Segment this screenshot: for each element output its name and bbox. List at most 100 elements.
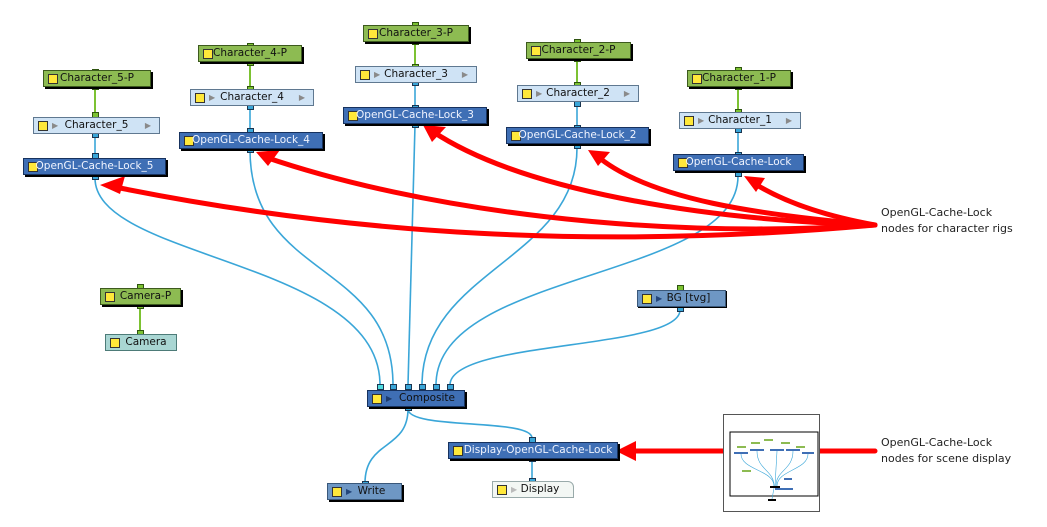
- enable-toggle-icon[interactable]: [678, 158, 688, 168]
- enable-toggle-icon[interactable]: [368, 29, 378, 39]
- arrow-to-gl5: [107, 183, 878, 240]
- enable-toggle-icon[interactable]: [105, 292, 115, 302]
- peg-node-character-4[interactable]: Character_4-P: [198, 45, 302, 62]
- group-node-character-3[interactable]: ▶ Character_3 ▶: [355, 66, 477, 83]
- play-arrow-icon: ▶: [52, 121, 59, 130]
- composite-node[interactable]: ▶ Composite: [367, 390, 465, 407]
- opengl-cache-lock-2-node[interactable]: OpenGL-Cache-Lock_2: [506, 127, 649, 144]
- node-label: OpenGL-Cache-Lock_2: [518, 129, 637, 141]
- arrow-to-gl4: [262, 154, 878, 232]
- node-view-navigator-thumbnail[interactable]: [723, 414, 820, 512]
- enable-toggle-icon[interactable]: [372, 394, 382, 404]
- group-node-character-2[interactable]: ▶ Character_2 ▶: [517, 85, 639, 102]
- group-node-character-1[interactable]: ▶ Character_1 ▶: [679, 112, 801, 129]
- opengl-cache-lock-3-node[interactable]: OpenGL-Cache-Lock_3: [343, 107, 487, 124]
- navigator-preview: [729, 431, 819, 501]
- enable-toggle-icon[interactable]: [184, 136, 194, 146]
- node-label: OpenGL-Cache-Lock_5: [35, 160, 154, 172]
- enable-toggle-icon[interactable]: [453, 446, 463, 456]
- annotation-line: nodes for character rigs: [881, 222, 1013, 235]
- enable-toggle-icon[interactable]: [28, 162, 38, 172]
- wire-bg-composite: [449, 309, 681, 386]
- wire-gl5-composite: [94, 177, 381, 386]
- port[interactable]: [735, 171, 742, 177]
- port[interactable]: [390, 384, 397, 390]
- display-opengl-cache-lock-node[interactable]: Display-OpenGL-Cache-Lock: [448, 442, 618, 459]
- annotation-line: OpenGL-Cache-Lock: [881, 436, 993, 449]
- wire-composite-write: [364, 408, 409, 484]
- port[interactable]: [377, 384, 384, 390]
- enable-toggle-icon[interactable]: [48, 74, 58, 84]
- annotation-arrows: [107, 128, 878, 454]
- enable-toggle-icon[interactable]: [522, 89, 532, 99]
- enter-group-arrow-icon[interactable]: ▶: [623, 89, 630, 98]
- write-node[interactable]: ▶ Write: [327, 483, 402, 500]
- node-label: Character_1: [708, 114, 772, 126]
- node-label: Camera-P: [119, 290, 172, 302]
- play-arrow-icon: ▶: [209, 93, 216, 102]
- port[interactable]: [419, 384, 426, 390]
- opengl-cache-lock-1-node[interactable]: OpenGL-Cache-Lock: [673, 154, 804, 171]
- group-node-character-5[interactable]: ▶ Character_5 ▶: [33, 117, 160, 134]
- node-label: BG [tvg]: [666, 292, 711, 304]
- play-arrow-icon: ▶: [374, 70, 381, 79]
- node-label: Character_2-P: [541, 44, 616, 56]
- enter-group-arrow-icon[interactable]: ▶: [144, 121, 151, 130]
- play-arrow-icon: ▶: [346, 487, 353, 496]
- enable-toggle-icon[interactable]: [332, 487, 342, 497]
- play-arrow-icon: ▶: [511, 485, 518, 494]
- peg-node-character-5[interactable]: Character_5-P: [43, 70, 151, 87]
- node-label: Display: [520, 483, 560, 495]
- display-node[interactable]: ▶ Display: [492, 481, 574, 498]
- node-label: Character_4-P: [213, 47, 287, 59]
- port[interactable]: [447, 384, 454, 390]
- annotation-line: OpenGL-Cache-Lock: [881, 206, 993, 219]
- wire-gl3-composite: [407, 124, 416, 386]
- node-label: Write: [357, 485, 386, 497]
- opengl-cache-lock-4-node[interactable]: OpenGL-Cache-Lock_4: [179, 132, 323, 149]
- enter-group-arrow-icon[interactable]: ▶: [298, 93, 305, 102]
- node-label: Character_5: [64, 119, 129, 131]
- peg-node-character-1[interactable]: Character_1-P: [687, 70, 791, 87]
- group-node-character-4[interactable]: ▶ Character_4 ▶: [190, 89, 314, 106]
- node-label: Display-OpenGL-Cache-Lock: [463, 444, 613, 456]
- enable-toggle-icon[interactable]: [531, 46, 541, 56]
- node-label: Character_3: [384, 68, 448, 80]
- enable-toggle-icon[interactable]: [195, 93, 205, 103]
- enable-toggle-icon[interactable]: [38, 121, 48, 131]
- opengl-cache-lock-5-node[interactable]: OpenGL-Cache-Lock_5: [23, 158, 166, 175]
- play-arrow-icon: ▶: [698, 116, 705, 125]
- enable-toggle-icon[interactable]: [692, 74, 702, 84]
- node-label: Composite: [398, 392, 456, 404]
- enter-group-arrow-icon[interactable]: ▶: [461, 70, 468, 79]
- node-label: OpenGL-Cache-Lock_3: [356, 109, 474, 121]
- peg-node-character-3[interactable]: Character_3-P: [363, 25, 469, 42]
- node-label: Character_3-P: [379, 27, 453, 39]
- camera-node[interactable]: Camera: [105, 334, 177, 351]
- node-label: Character_2: [546, 87, 610, 99]
- annotation-scene-display: OpenGL-Cache-Lock nodes for scene displa…: [881, 435, 1011, 467]
- enter-group-arrow-icon[interactable]: ▶: [785, 116, 792, 125]
- enable-toggle-icon[interactable]: [110, 338, 120, 348]
- node-label: Character_4: [220, 91, 284, 103]
- wire-gl4-composite: [249, 149, 394, 386]
- annotation-line: nodes for scene display: [881, 452, 1012, 465]
- node-label: OpenGL-Cache-Lock_4: [192, 134, 310, 146]
- enable-toggle-icon[interactable]: [497, 485, 507, 495]
- bg-drawing-node[interactable]: ▶ BG [tvg]: [637, 290, 726, 307]
- peg-node-camera[interactable]: Camera-P: [100, 288, 181, 305]
- enable-toggle-icon[interactable]: [684, 116, 694, 126]
- node-label: Camera: [125, 336, 167, 348]
- port[interactable]: [433, 384, 440, 390]
- enable-toggle-icon[interactable]: [642, 294, 652, 304]
- enable-toggle-icon[interactable]: [348, 111, 358, 121]
- play-arrow-icon: ▶: [386, 394, 393, 403]
- enable-toggle-icon[interactable]: [203, 49, 213, 59]
- node-label: OpenGL-Cache-Lock: [685, 156, 792, 168]
- peg-node-character-2[interactable]: Character_2-P: [526, 42, 631, 59]
- enable-toggle-icon[interactable]: [360, 70, 370, 80]
- wire-composite-displaygl: [407, 408, 533, 439]
- port[interactable]: [405, 384, 412, 390]
- node-label: Character_5-P: [60, 72, 134, 84]
- enable-toggle-icon[interactable]: [511, 131, 521, 141]
